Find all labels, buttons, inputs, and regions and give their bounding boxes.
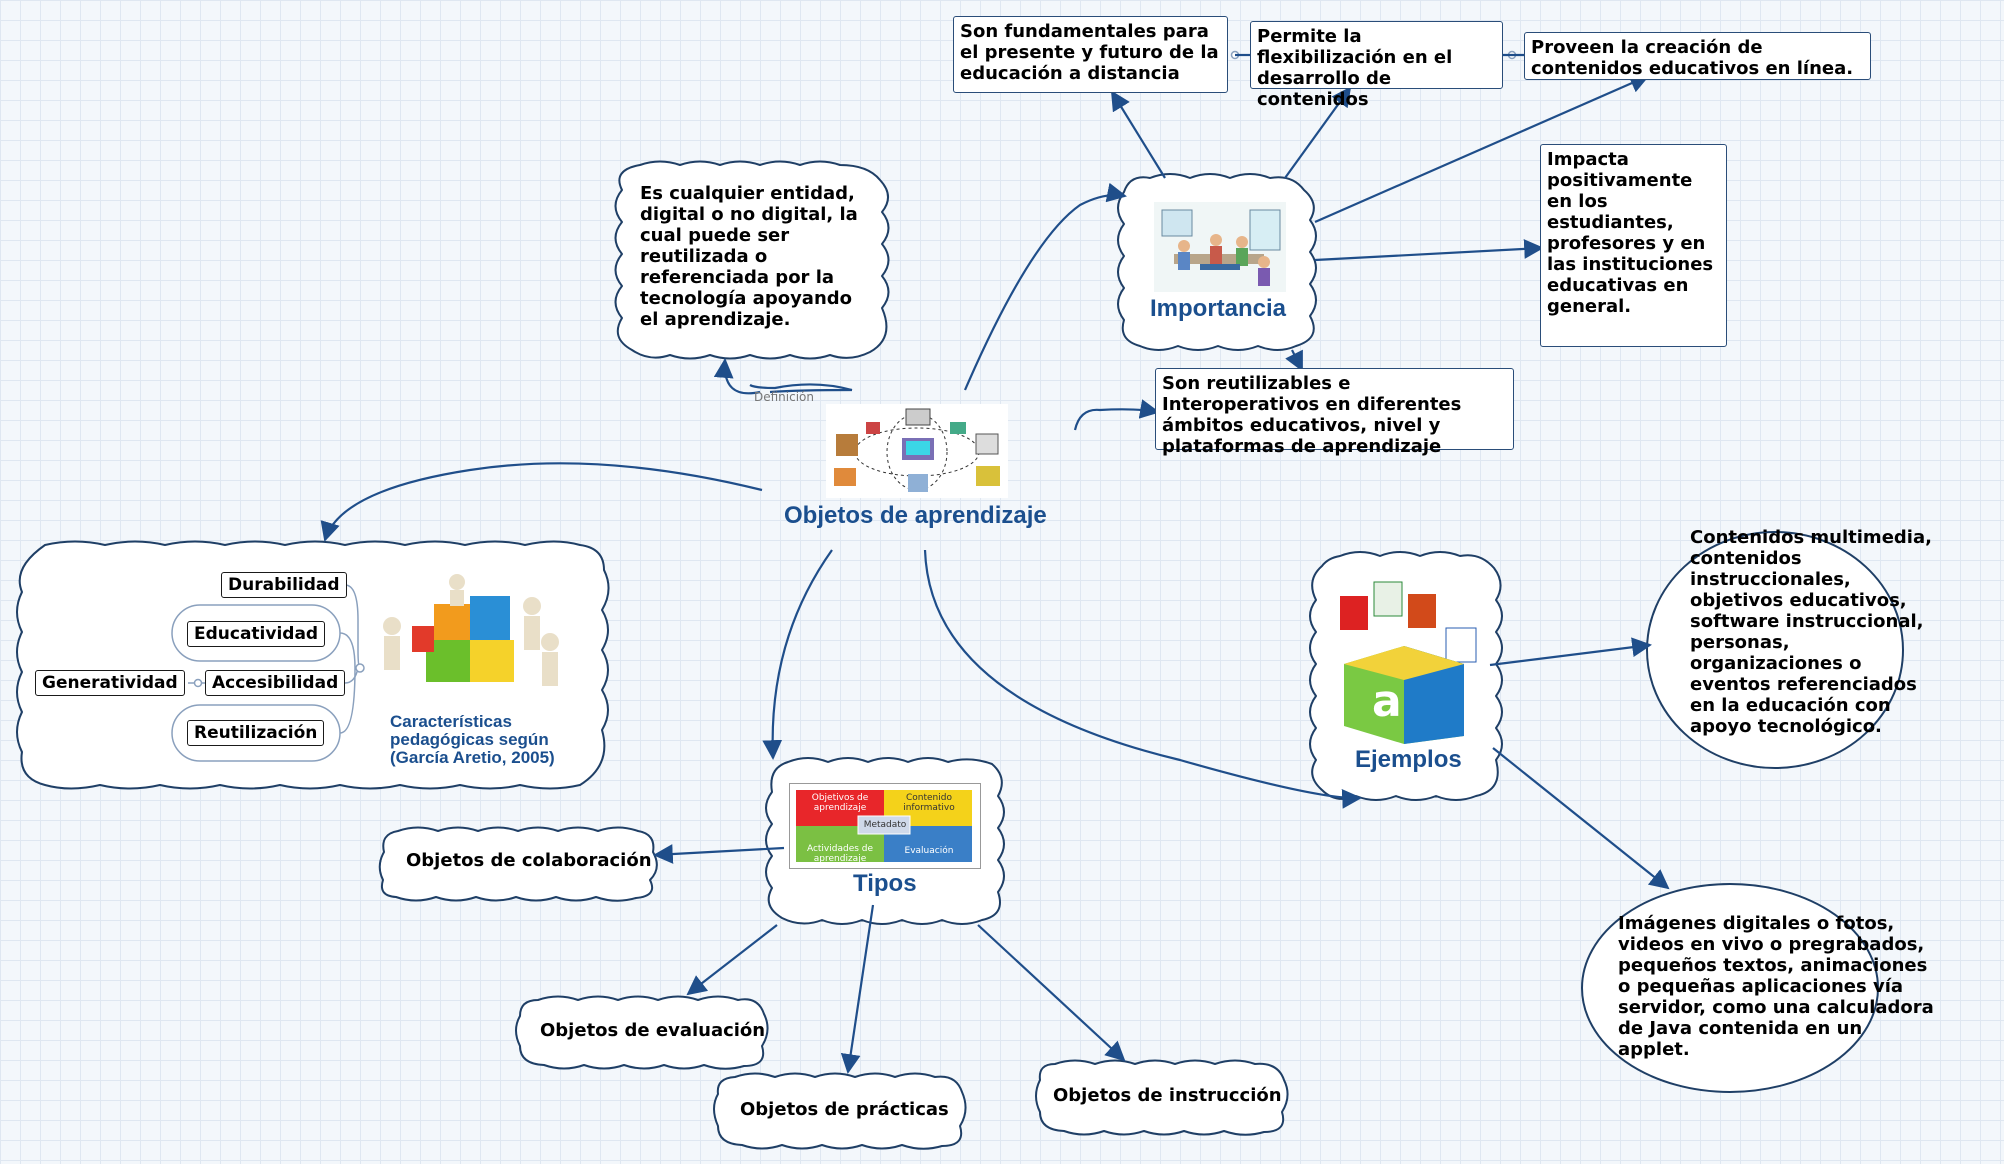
importancia-box-1: Son fundamentales para el presente y fut… [953,16,1228,93]
tipos-diagram-label-1: Objetivos de aprendizaje [811,793,869,813]
tipos-item-instruccion: Objetos de instrucción [1053,1085,1282,1106]
puzzle-illustration [372,566,572,706]
importancia-illustration [1154,202,1286,292]
ejemplos-item-1: Contenidos multimedia, contenidos instru… [1690,527,1932,737]
tipos-diagram-label-5: Evaluación [904,846,954,856]
practicas-cloud [713,1072,967,1150]
tipos-diagram-label-2: Contenido informativo [903,793,955,813]
central-illustration [826,404,1008,498]
svg-text:a: a [1372,676,1402,727]
tipos-diagram-label-4: Actividades de aprendizaje [806,844,874,864]
instruccion-cloud [1035,1059,1289,1136]
tipos-diagram-label-3: Metadato [863,820,907,830]
definition-cloud [614,160,890,360]
ejemplos-title[interactable]: Ejemplos [1355,746,1462,773]
caracteristica-reutilizacion: Reutilización [187,720,325,746]
tipos-title[interactable]: Tipos [853,870,917,897]
importancia-title[interactable]: Importancia [1150,295,1287,322]
caracteristica-educatividad: Educatividad [187,621,326,647]
tipos-item-evaluacion: Objetos de evaluación [540,1020,766,1041]
tipos-illustration: Objetivos de aprendizaje Contenido infor… [789,783,981,869]
definition-text: Es cualquier entidad, digital o no digit… [640,183,858,330]
caracteristica-accesibilidad: Accesibilidad [205,670,346,696]
ejemplos-illustration: a [1334,576,1484,746]
caracteristica-generatividad: Generatividad [35,670,185,696]
evaluacion-cloud [515,995,769,1070]
central-title[interactable]: Objetos de aprendizaje [784,502,1047,529]
caracteristicas-label: Características pedagógicas según (Garcí… [390,712,555,767]
caracteristica-durabilidad: Durabilidad [221,572,347,598]
tipos-item-practicas: Objetos de prácticas [740,1099,949,1120]
ejemplos-ellipse-2 [1581,883,1879,1093]
importancia-box-4: Impacta positivamente en los estudiantes… [1540,144,1727,347]
ejemplos-item-2: Imágenes digitales o fotos, videos en vi… [1618,913,1934,1060]
colaboracion-cloud [378,826,658,902]
importancia-box-2: Permite la flexibilización en el desarro… [1250,21,1503,110]
importancia-box-3: Proveen la creación de contenidos educat… [1524,32,1871,80]
importancia-box-5: Son reutilizables e Interoperativos en d… [1155,368,1514,457]
definition-connector-label: Definición [754,390,814,404]
tipos-item-colaboracion: Objetos de colaboración [406,850,652,871]
